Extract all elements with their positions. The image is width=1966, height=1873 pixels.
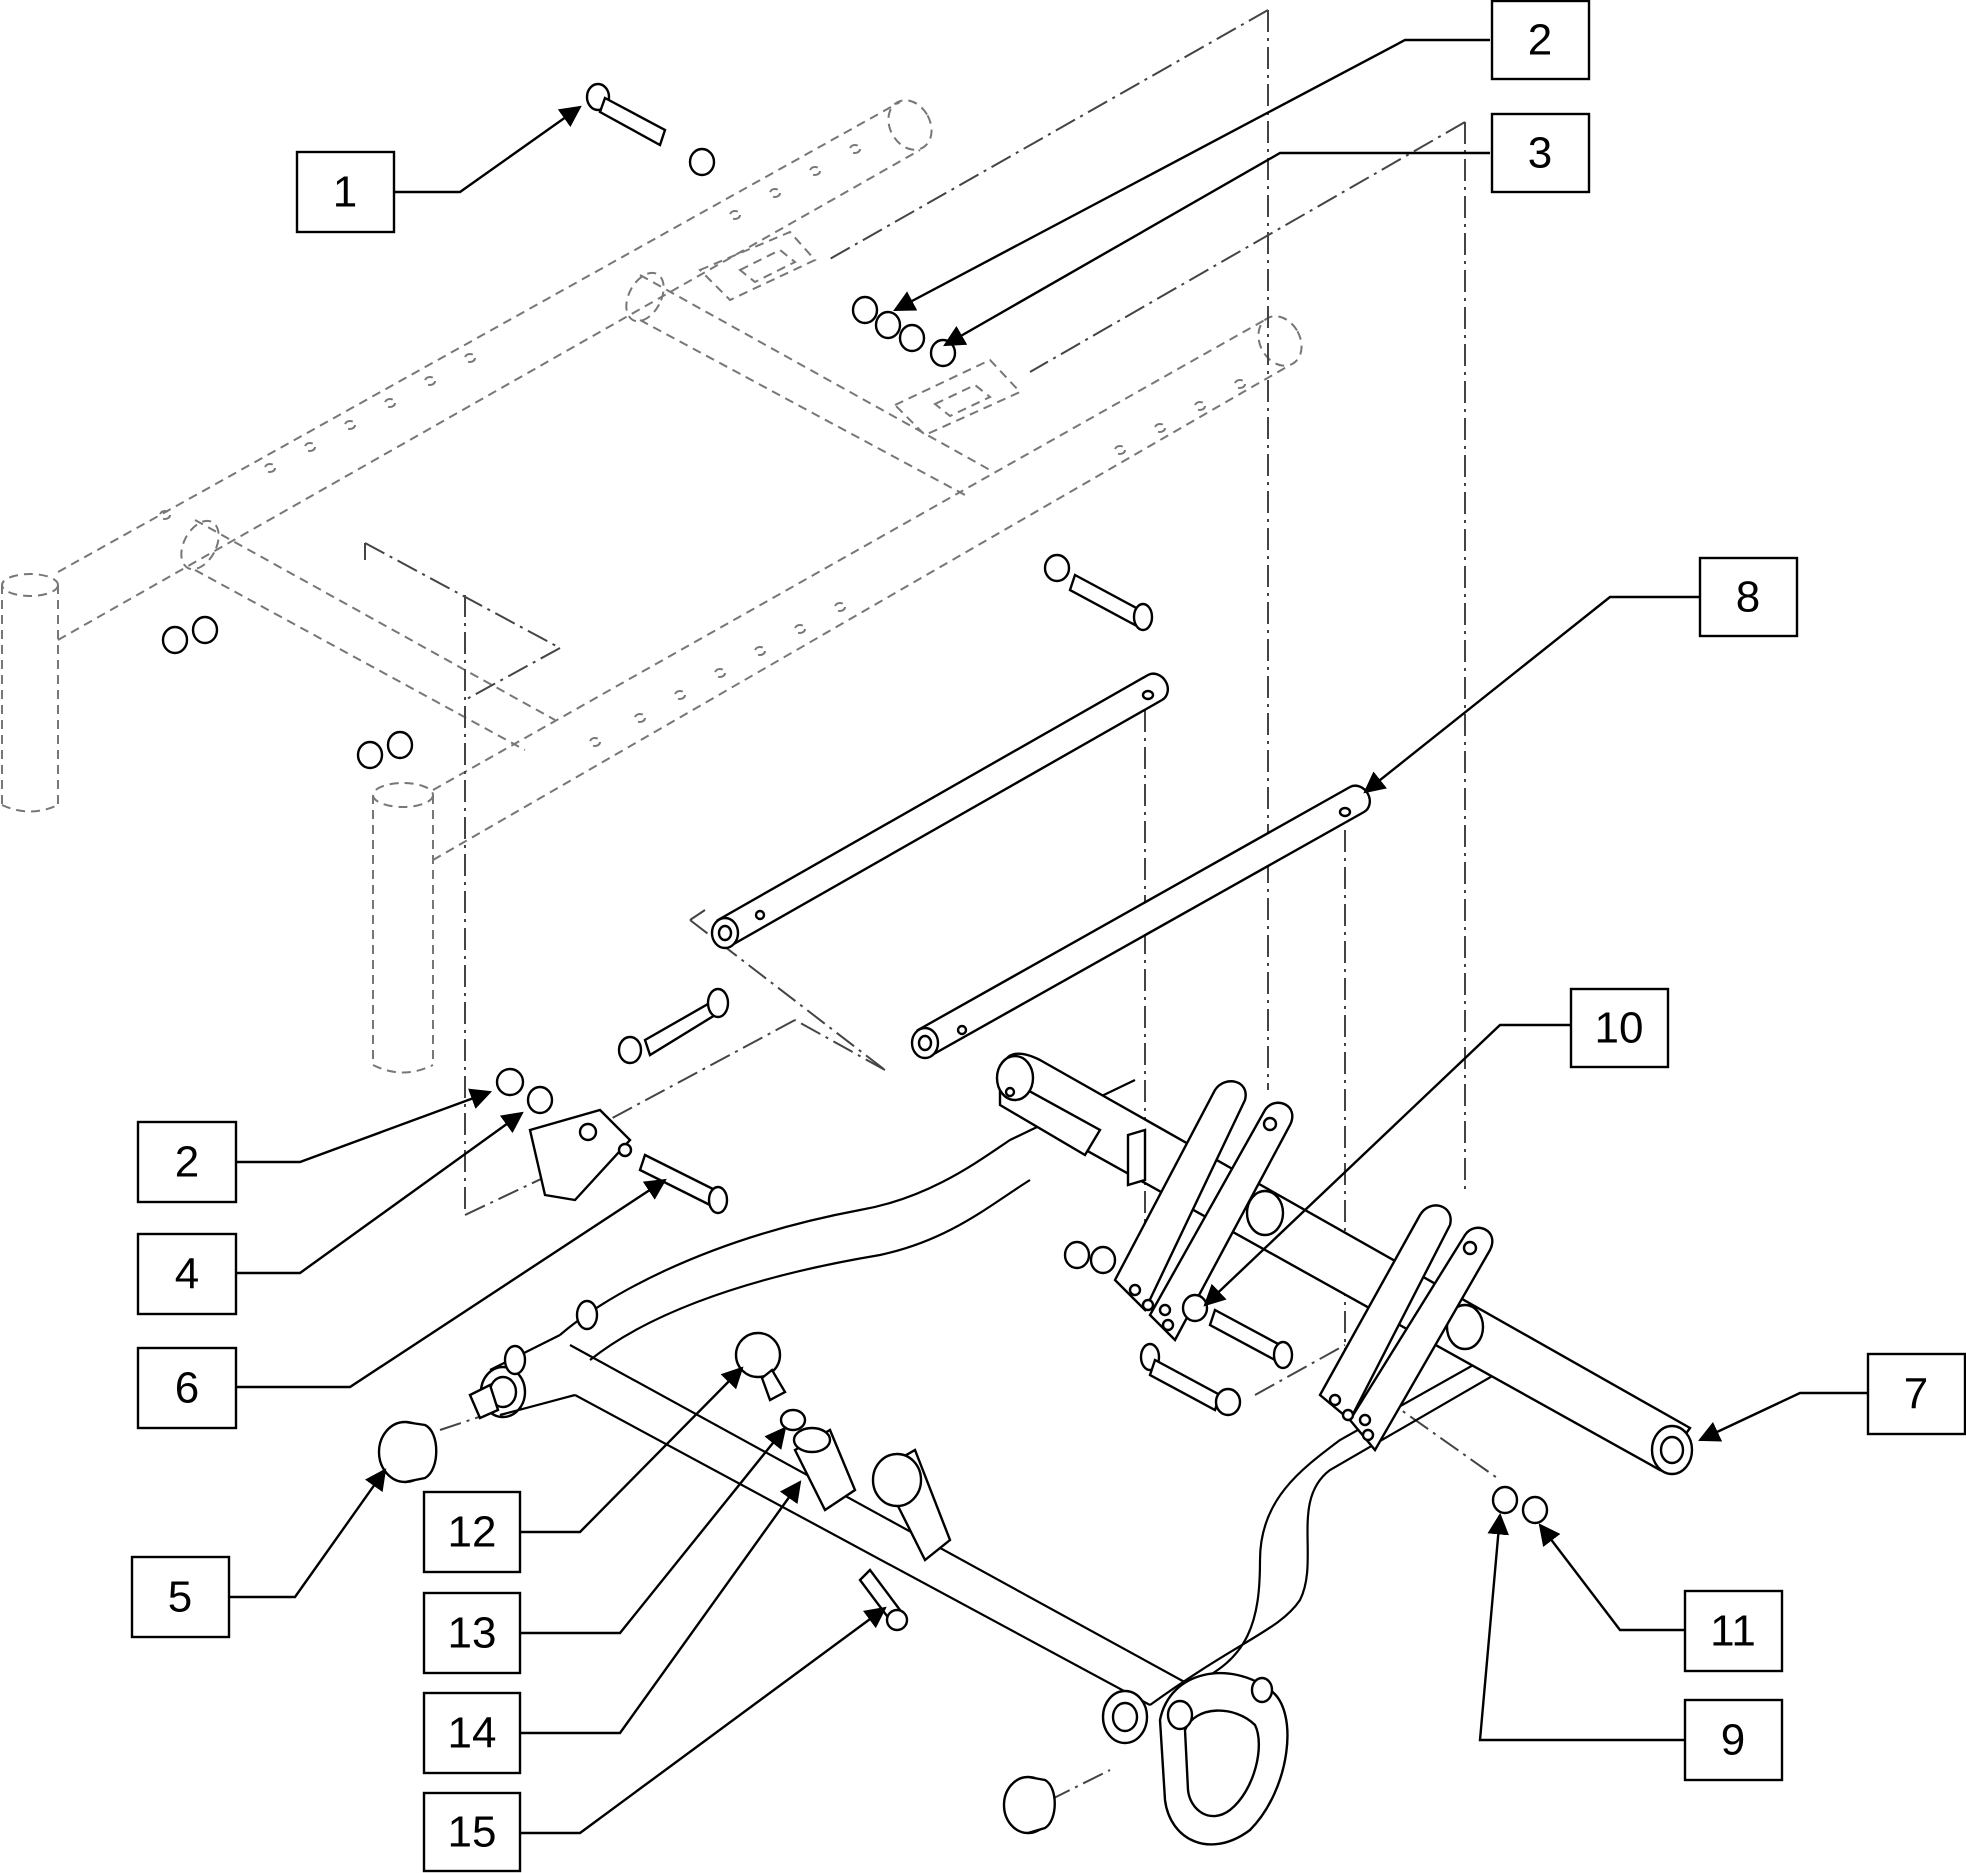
- callout-1-label: 1: [333, 168, 357, 217]
- callout-8-label: 8: [1736, 573, 1760, 622]
- cross-tube-lower: [910, 784, 1372, 1060]
- callout-3-label: 3: [1528, 129, 1552, 178]
- callout-5-label: 5: [168, 1573, 192, 1622]
- seat-frame-ghost: [1, 99, 1303, 1074]
- callout-13: 13: [422, 1591, 522, 1675]
- left-bracket: [1113, 1080, 1294, 1342]
- callout-2-top: 2: [1490, 0, 1591, 81]
- end-cap-rear: [1002, 1775, 1056, 1835]
- callout-11-label: 11: [1710, 1607, 1756, 1656]
- callout-7-label: 7: [1904, 1370, 1928, 1419]
- cross-tube-upper: [710, 672, 1170, 950]
- callout-10: 10: [1569, 987, 1670, 1069]
- callout-10-label: 10: [1595, 1004, 1644, 1053]
- callout-11: 11: [1683, 1589, 1784, 1673]
- callout-15: 15: [422, 1791, 522, 1873]
- callout-13-label: 13: [448, 1609, 497, 1658]
- callout-1: 1: [295, 150, 396, 234]
- right-bracket: [1318, 1204, 1494, 1453]
- callout-2-top-label: 2: [1528, 16, 1552, 65]
- callout-7: 7: [1866, 1352, 1966, 1436]
- callout-2-bottom: 2: [136, 1120, 238, 1204]
- callout-14: 14: [422, 1691, 522, 1775]
- base-frame: [468, 1052, 1694, 1706]
- callout-6-label: 6: [175, 1364, 199, 1413]
- callout-4-label: 4: [175, 1250, 199, 1299]
- lift-handle: [1101, 1671, 1289, 1846]
- callout-9-label: 9: [1721, 1716, 1745, 1765]
- rail-holes: [159, 144, 1246, 747]
- callout-9: 9: [1683, 1698, 1784, 1782]
- callout-12-label: 12: [448, 1508, 497, 1557]
- callout-12: 12: [422, 1490, 522, 1574]
- callout-8: 8: [1698, 556, 1799, 638]
- leader-lines: [230, 38, 1868, 1835]
- callout-4: 4: [136, 1232, 238, 1316]
- callout-5: 5: [130, 1555, 231, 1639]
- callout-15-label: 15: [448, 1808, 497, 1857]
- callout-3: 3: [1490, 112, 1591, 194]
- hardware: [161, 82, 1549, 1632]
- callout-2-bottom-label: 2: [175, 1138, 199, 1187]
- callout-14-label: 14: [448, 1709, 497, 1758]
- end-cap-front: [377, 1420, 438, 1484]
- callout-6: 6: [136, 1346, 238, 1430]
